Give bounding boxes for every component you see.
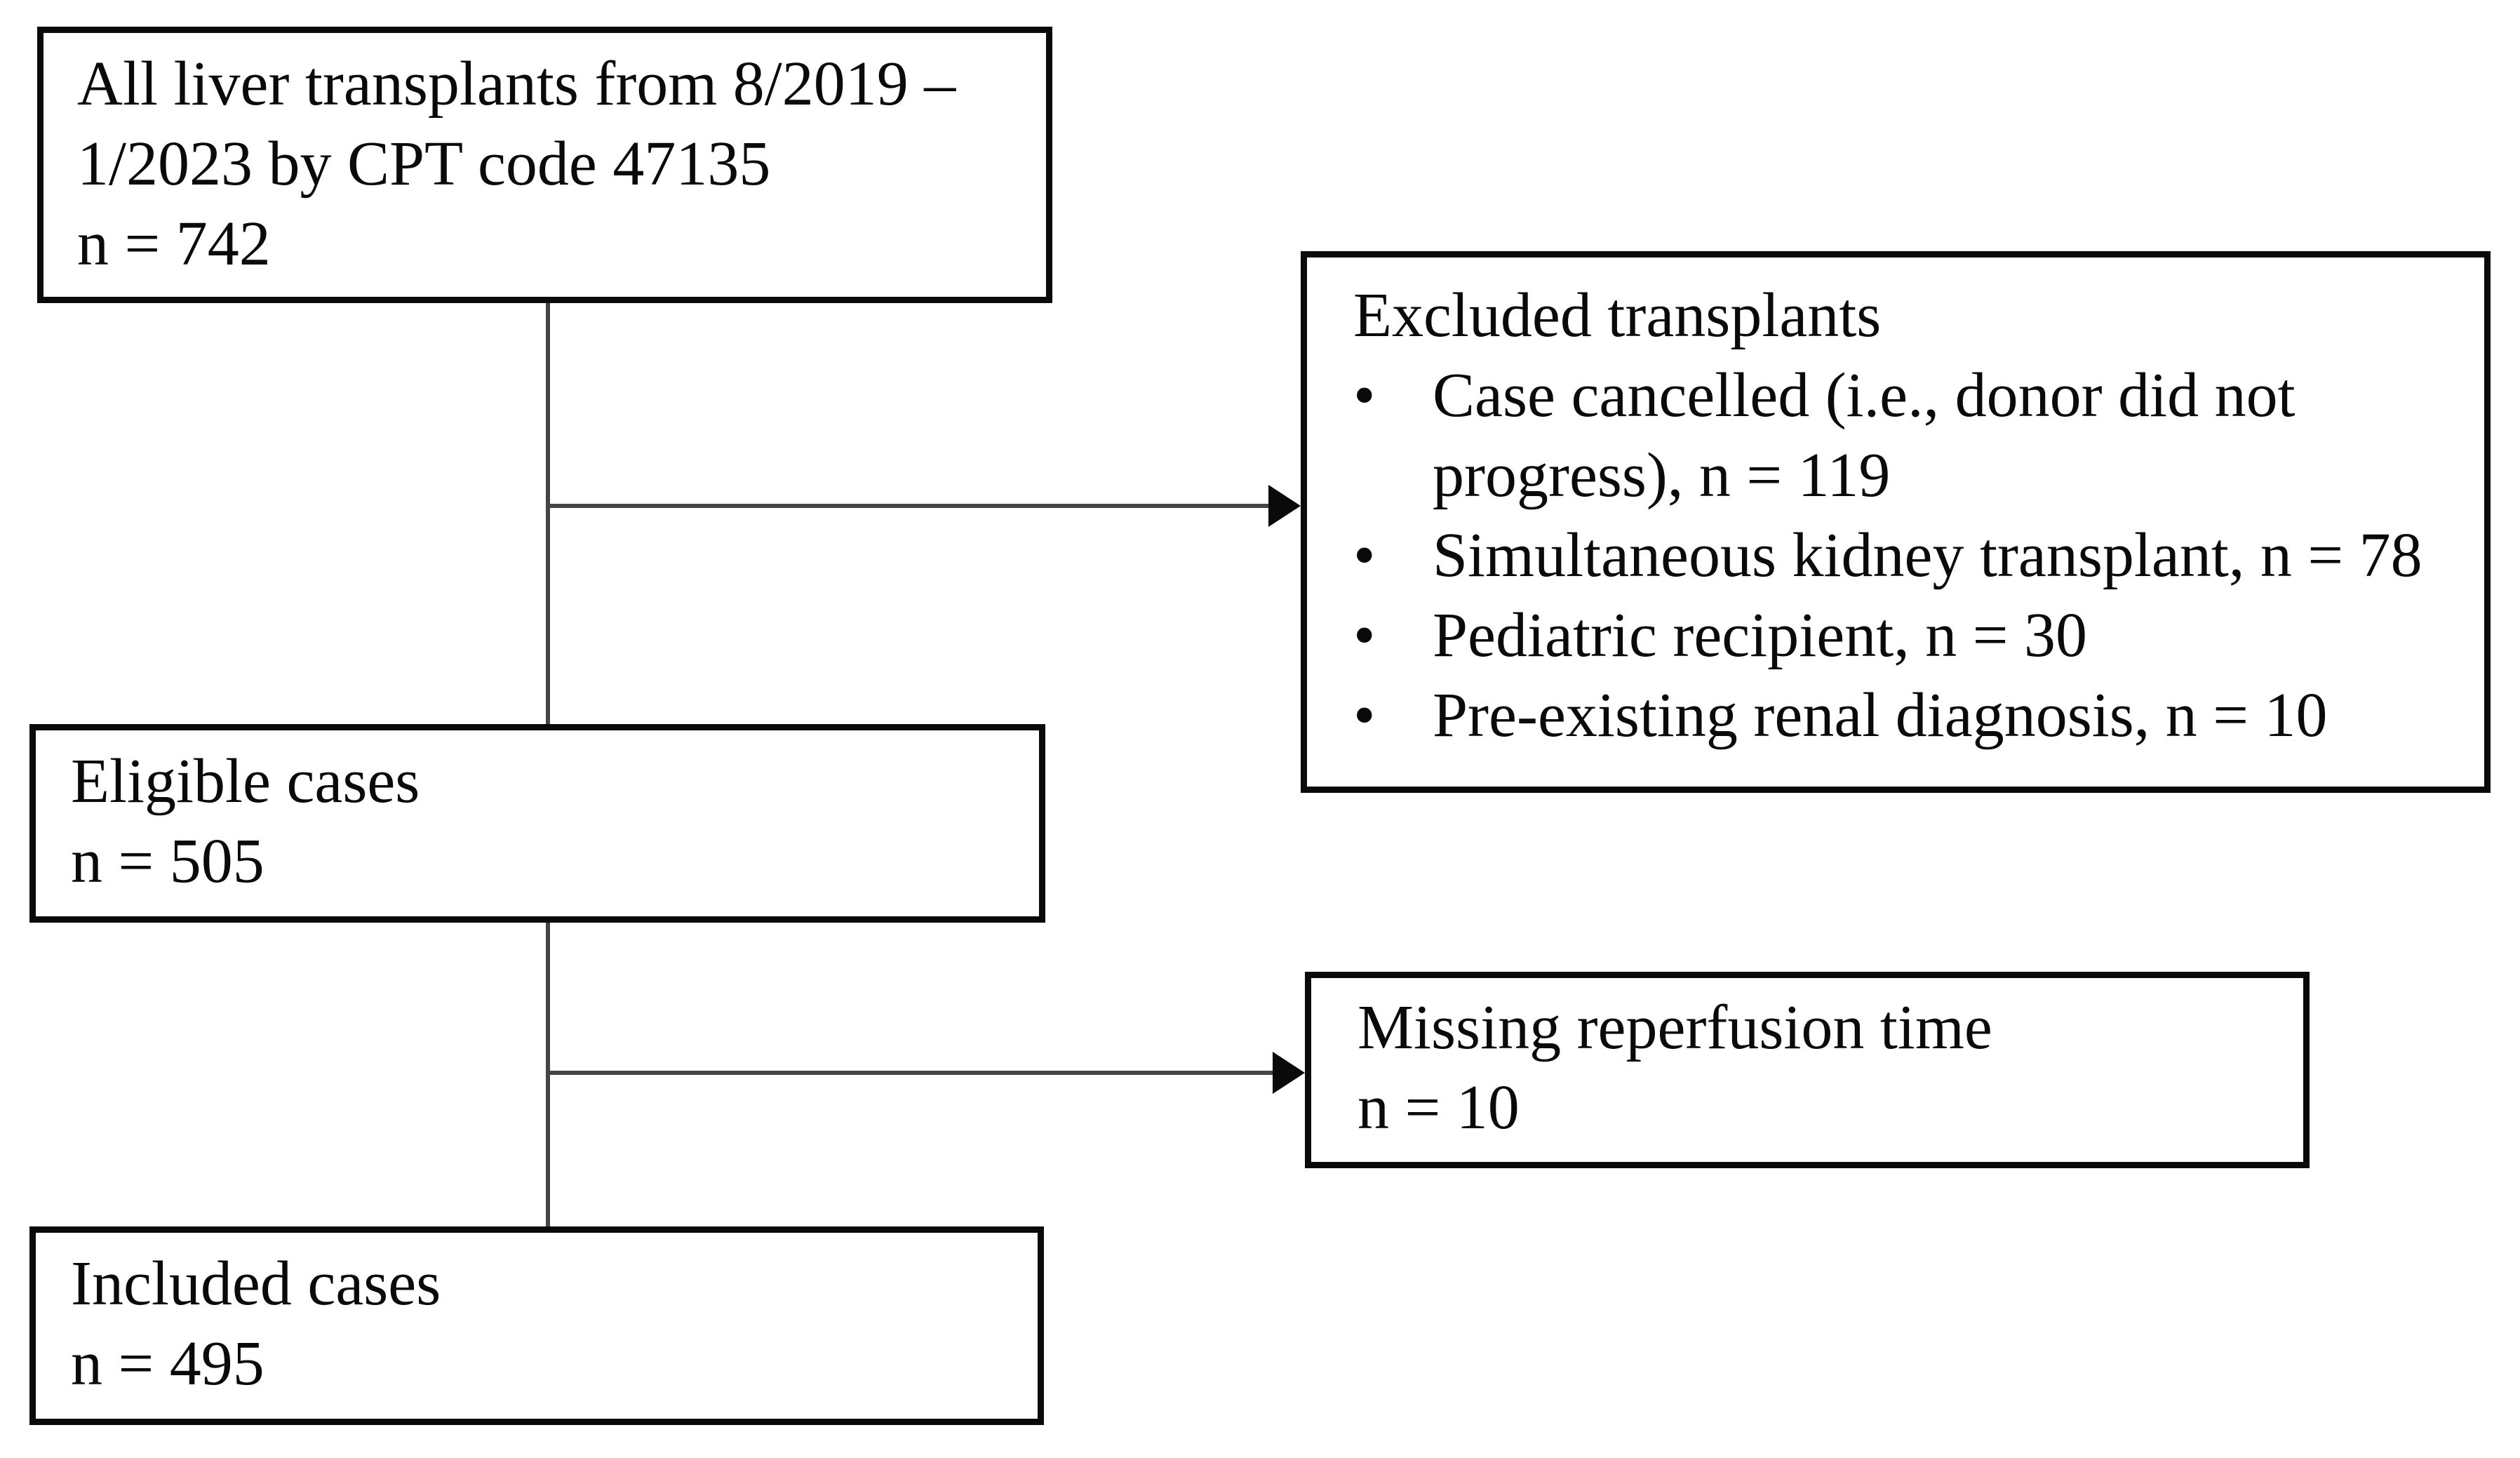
box-label: All liver transplants from 8/2019 – 1/20… (77, 49, 956, 199)
box-excluded-transplants: Excluded transplants • Case cancelled (i… (1301, 251, 2491, 793)
arrow-head-icon (1273, 1052, 1305, 1094)
bullet-icon: • (1353, 681, 1376, 750)
bullet-icon: • (1353, 601, 1376, 670)
list-item-text: Case cancelled (i.e., donor did not prog… (1433, 361, 2296, 510)
box-label: Included cases (71, 1249, 441, 1318)
excluded-list: • Case cancelled (i.e., donor did not pr… (1353, 356, 2456, 756)
box-title: Excluded transplants (1353, 281, 1882, 350)
box-all-liver-transplants: All liver transplants from 8/2019 – 1/20… (37, 27, 1052, 303)
list-item-text: Pre-existing renal diagnosis, n = 10 (1433, 681, 2328, 750)
box-label: Eligible cases (71, 747, 420, 816)
list-item: • Pre-existing renal diagnosis, n = 10 (1353, 676, 2456, 756)
box-included-cases: Included cases n = 495 (29, 1226, 1044, 1425)
box-eligible-cases: Eligible cases n = 505 (29, 724, 1045, 923)
arrow-line (548, 1071, 1273, 1075)
list-item-text: Simultaneous kidney transplant, n = 78 (1433, 521, 2422, 590)
list-item: • Simultaneous kidney transplant, n = 78 (1353, 516, 2456, 596)
arrow-line (548, 504, 1269, 508)
bullet-icon: • (1353, 521, 1376, 590)
box-missing-reperfusion-time: Missing reperfusion time n = 10 (1305, 972, 2310, 1168)
box-count: n = 10 (1358, 1073, 1520, 1142)
box-count: n = 505 (71, 827, 264, 896)
box-label: Missing reperfusion time (1358, 993, 1992, 1062)
arrow-head-icon (1268, 485, 1301, 527)
connector-top-to-eligible (546, 303, 550, 724)
list-item-text: Pediatric recipient, n = 30 (1433, 601, 2087, 670)
list-item: • Case cancelled (i.e., donor did not pr… (1353, 356, 2456, 516)
list-item: • Pediatric recipient, n = 30 (1353, 596, 2456, 676)
bullet-icon: • (1353, 361, 1376, 430)
box-count: n = 742 (77, 209, 271, 279)
box-count: n = 495 (71, 1329, 264, 1398)
